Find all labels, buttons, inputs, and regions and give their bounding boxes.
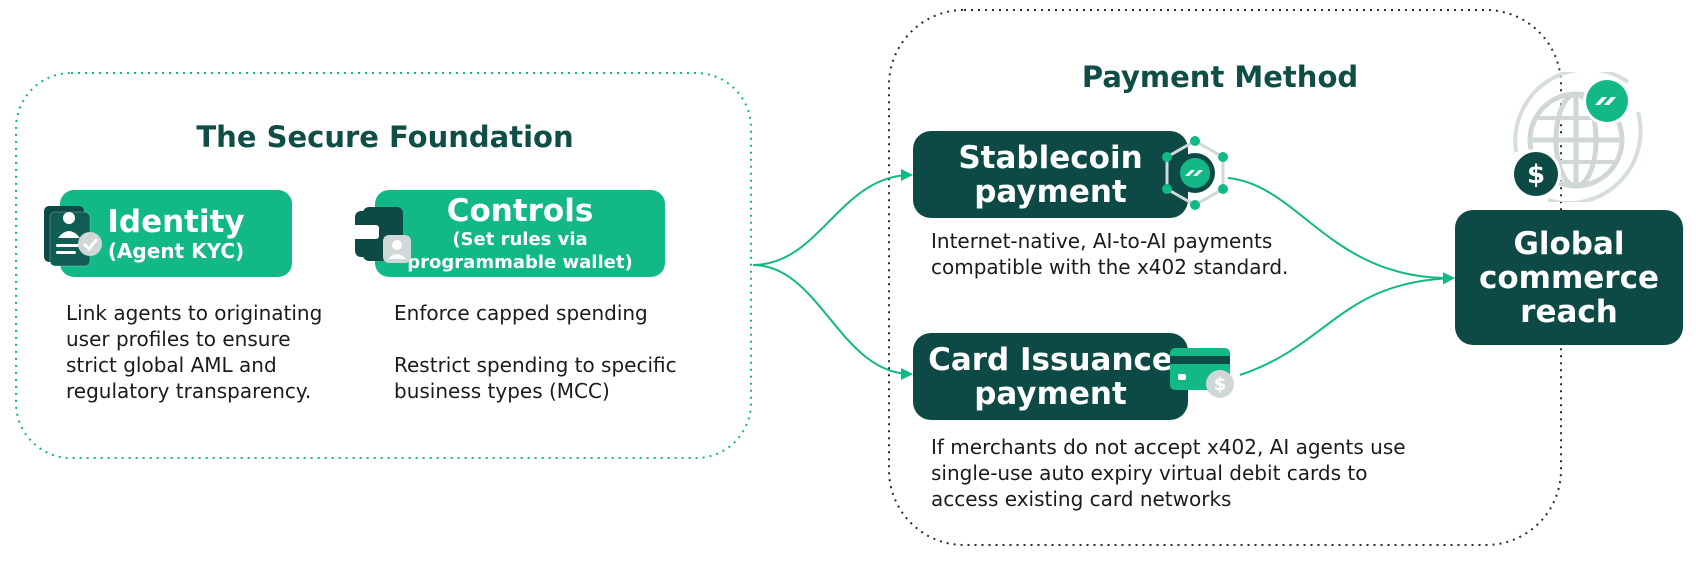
stablecoin-network-icon xyxy=(1162,136,1228,210)
stablecoin-title-line-1: Stablecoin xyxy=(958,139,1143,176)
payment-method-title: Payment Method xyxy=(1081,60,1359,94)
controls-subtitle-line-2: programmable wallet) xyxy=(407,251,633,273)
stablecoin-coin-icon xyxy=(1583,77,1631,125)
card-desc-line-3: access existing card networks xyxy=(931,487,1232,511)
controls-subtitle-line-1: (Set rules via xyxy=(452,228,588,250)
controls-description: Enforce capped spending Restrict spendin… xyxy=(394,300,677,404)
controls-box: Controls (Set rules via programmable wal… xyxy=(375,190,665,277)
identity-title: Identity xyxy=(107,203,245,240)
identity-description: Link agents to originating user profiles… xyxy=(66,300,322,404)
controls-desc-line-1: Enforce capped spending xyxy=(394,301,648,325)
globe-icon xyxy=(1513,72,1643,202)
controls-desc-line-3: Restrict spending to specific xyxy=(394,353,677,377)
stablecoin-payment-box: Stablecoin payment xyxy=(913,131,1188,218)
card-issuance-payment-box: Card Issuance payment xyxy=(913,333,1188,420)
identity-subtitle: (Agent KYC) xyxy=(107,238,245,263)
identity-desc-line-1: Link agents to originating xyxy=(66,301,323,325)
global-commerce-box: Global commerce reach xyxy=(1455,210,1683,345)
card-title-line-2: payment xyxy=(974,375,1127,412)
controls-title: Controls xyxy=(446,192,594,229)
controls-desc-line-2 xyxy=(394,326,677,352)
user-profile-check-icon xyxy=(44,206,102,267)
identity-box: Identity (Agent KYC) xyxy=(60,190,292,277)
card-dollar-icon: $ xyxy=(1170,348,1234,398)
identity-desc-line-3: strict global AML and xyxy=(66,353,277,377)
svg-text:$: $ xyxy=(1214,374,1227,395)
arrow-stablecoin-to-global xyxy=(1227,177,1455,285)
wallet-user-icon xyxy=(353,207,411,263)
stablecoin-desc-line-2: compatible with the x402 standard. xyxy=(931,255,1289,279)
svg-text:$: $ xyxy=(1527,160,1545,190)
identity-desc-line-2: user profiles to ensure xyxy=(66,327,291,351)
controls-desc-line-4: business types (MCC) xyxy=(394,379,610,403)
card-desc-line-1: If merchants do not accept x402, AI agen… xyxy=(931,435,1406,459)
global-title-line-2: commerce xyxy=(1479,259,1659,296)
card-desc-line-2: single-use auto expiry virtual debit car… xyxy=(931,461,1368,485)
card-description: If merchants do not accept x402, AI agen… xyxy=(931,434,1406,512)
stablecoin-title-line-2: payment xyxy=(974,173,1127,210)
stablecoin-desc-line-1: Internet-native, AI-to-AI payments xyxy=(931,229,1273,253)
card-title-line-1: Card Issuance xyxy=(928,341,1173,378)
arrow-card-to-global xyxy=(1239,272,1455,376)
secure-foundation-title: The Secure Foundation xyxy=(196,120,574,154)
payment-method-container xyxy=(888,9,1562,546)
dollar-coin-icon: $ xyxy=(1511,149,1561,199)
identity-desc-line-4: regulatory transparency. xyxy=(66,379,312,403)
global-title-line-3: reach xyxy=(1520,293,1618,330)
arrow-to-card xyxy=(752,264,913,380)
arrow-to-stablecoin xyxy=(752,169,913,266)
global-title-line-1: Global xyxy=(1513,225,1625,262)
stablecoin-description: Internet-native, AI-to-AI payments compa… xyxy=(931,228,1288,280)
secure-foundation-container xyxy=(15,72,752,459)
